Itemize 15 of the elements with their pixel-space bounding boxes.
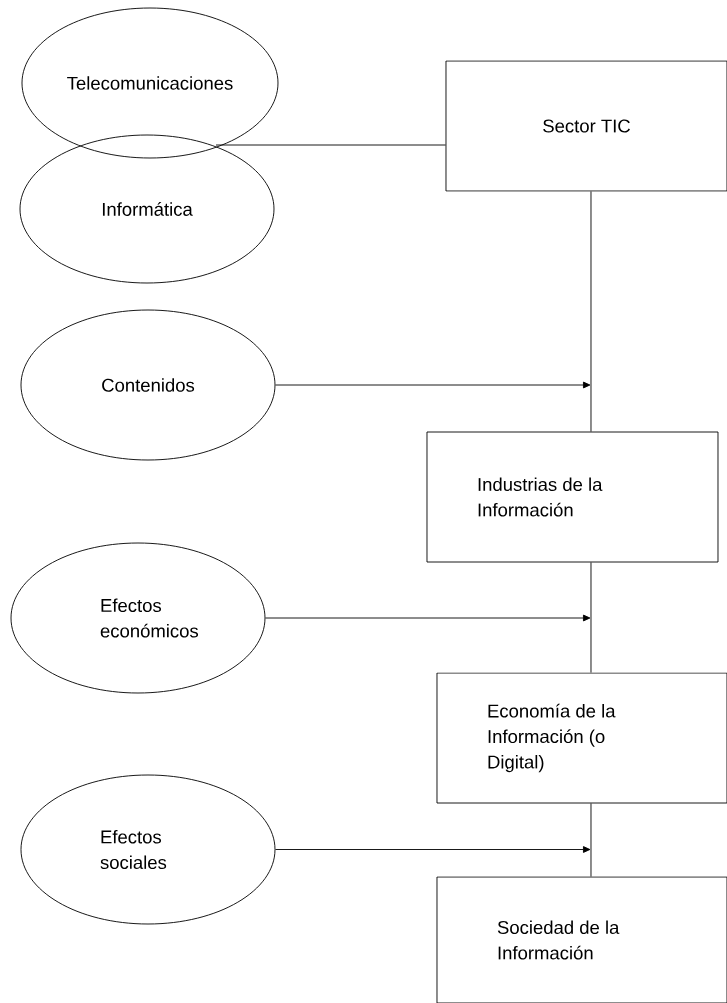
process-box: Sector TIC <box>445 60 727 192</box>
process-box: Economía de la Información (o Digital) <box>436 672 727 804</box>
connector-line <box>590 191 592 432</box>
process-box: Sociedad de la Información <box>436 876 727 1003</box>
connector-line <box>590 803 592 877</box>
ellipse-node: Telecomunicaciones <box>21 7 279 159</box>
connector-line <box>590 562 592 673</box>
ellipse-node: Efectos sociales <box>20 774 276 925</box>
ellipse-node: Contenidos <box>20 309 276 461</box>
ellipse-node: Efectos económicos <box>10 542 266 694</box>
ellipse-node: Informática <box>19 134 275 284</box>
arrow <box>275 846 591 853</box>
process-box: Industrias de la Información <box>426 431 719 563</box>
arrow <box>265 614 591 622</box>
arrow <box>275 381 591 389</box>
